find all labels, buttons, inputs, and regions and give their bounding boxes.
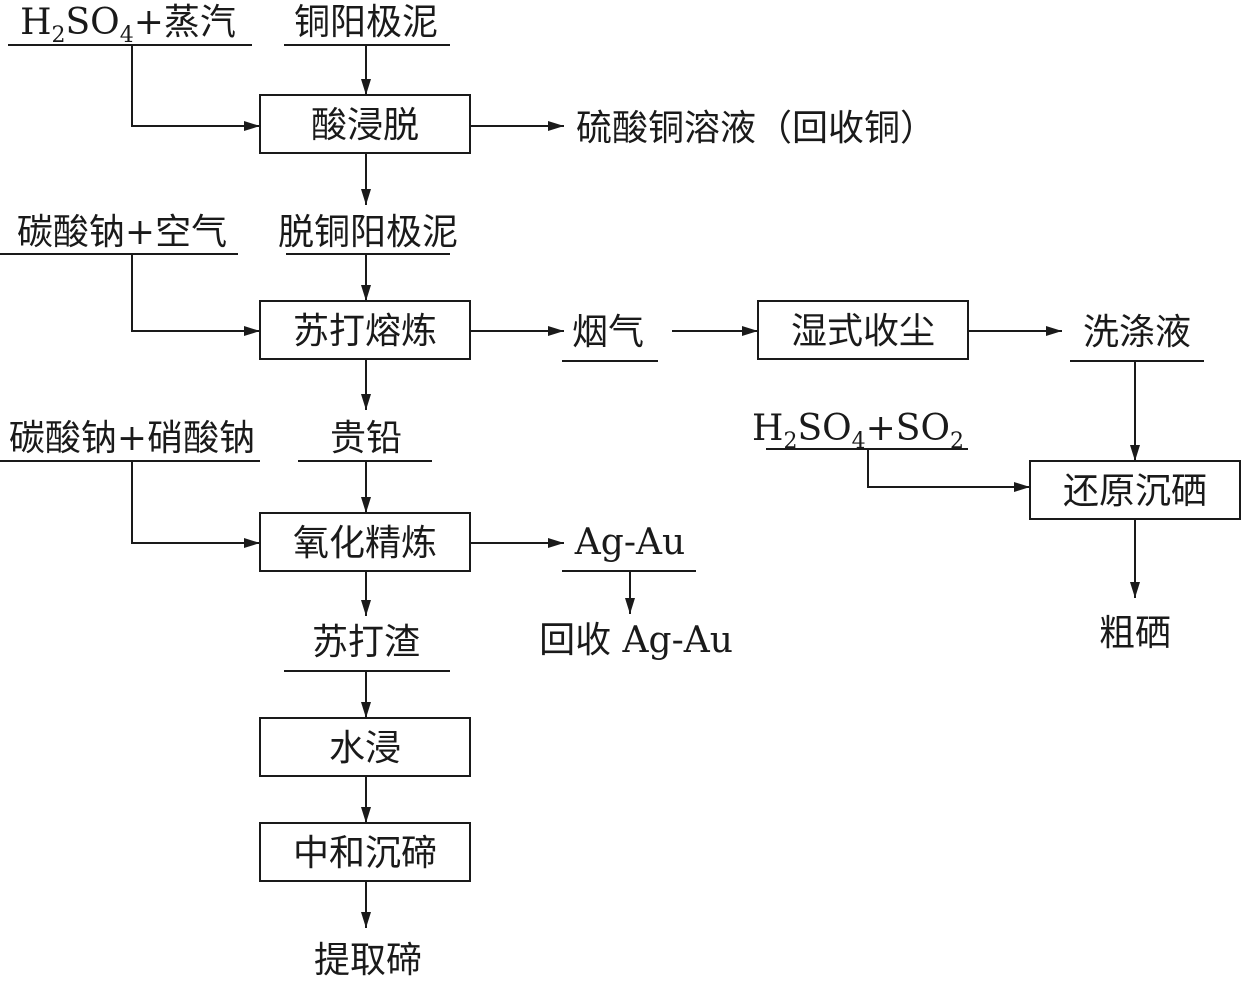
process-neutral-te-label: 中和沉碲 xyxy=(293,833,437,874)
output-ag-au: Ag-Au xyxy=(574,522,685,563)
process-neutral-te xyxy=(259,822,471,882)
input-soda-nitrate: 碳酸钠+硝酸钠 xyxy=(9,418,255,459)
input-decopper-slime: 脱铜阳极泥 xyxy=(278,212,458,253)
arrow-soda-nitrate-to-refine xyxy=(131,461,260,548)
process-soda-smelt-label: 苏打熔炼 xyxy=(293,311,437,352)
arrow-acid-so2-to-reduce xyxy=(867,449,1030,492)
output-extract-te: 提取碲 xyxy=(314,940,422,981)
input-copper-slime: 铜阳极泥 xyxy=(294,2,438,43)
output-crude-se: 粗硒 xyxy=(1099,613,1171,654)
process-acid-leach-label: 酸浸脱 xyxy=(311,105,419,146)
input-soda-air: 碳酸钠+空气 xyxy=(17,212,227,253)
process-water-leach-label: 水浸 xyxy=(329,728,401,769)
process-oxid-refine-label: 氧化精炼 xyxy=(293,523,437,564)
input-precious-lead: 贵铅 xyxy=(330,418,402,459)
arrow-acid-steam-to-leach xyxy=(131,45,260,131)
process-acid-leach xyxy=(259,94,471,154)
process-soda-smelt xyxy=(259,300,471,360)
output-recover-ag-au: 回收 Ag-Au xyxy=(539,620,733,661)
arrow-soda-air-to-smelt xyxy=(131,254,260,336)
process-reduce-se-label: 还原沉硒 xyxy=(1063,471,1207,512)
input-acid-so2: H2SO4+SO2 xyxy=(752,408,964,454)
input-acid-steam: H2SO4+蒸汽 xyxy=(20,2,236,48)
output-cuso4: 硫酸铜溶液（回收铜） xyxy=(576,108,936,149)
output-flue-gas: 烟气 xyxy=(572,312,644,353)
process-reduce-se xyxy=(1029,460,1241,520)
process-wet-dust-label: 湿式收尘 xyxy=(791,311,935,352)
process-water-leach xyxy=(259,717,471,777)
output-wash-liquid: 洗涤液 xyxy=(1083,312,1191,353)
output-soda-slag: 苏打渣 xyxy=(312,622,420,663)
